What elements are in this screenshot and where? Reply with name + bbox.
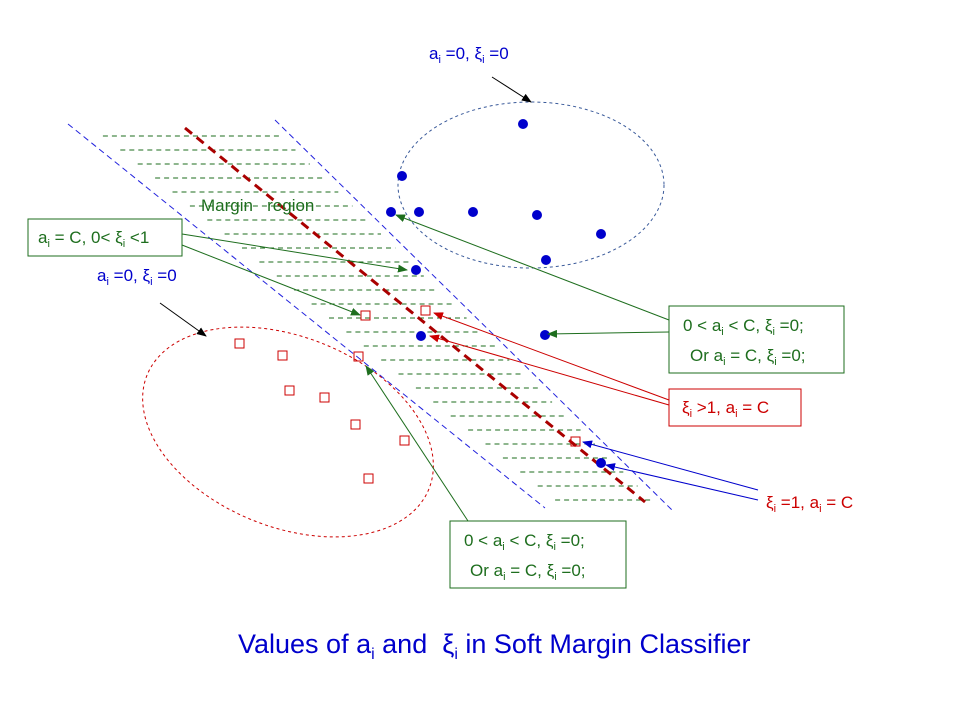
positive-point [411, 265, 421, 275]
positive-point [468, 207, 478, 217]
lower-margin-line [274, 119, 673, 511]
negative-point [319, 392, 330, 403]
decision-boundary-line [184, 126, 646, 504]
box-left-text: ai = C, 0< ξi <1 [38, 228, 149, 250]
box-bottom [449, 520, 627, 589]
box-right-line2: Or ai = C, ξi =0; [690, 346, 806, 368]
negative-points [234, 305, 581, 484]
negative-point [350, 419, 361, 430]
box-right-arrow-2 [547, 329, 670, 338]
positive-point [541, 255, 551, 265]
negative-point [353, 351, 364, 362]
positive-point [414, 207, 424, 217]
left-cluster-arrow [159, 302, 207, 337]
box-red-text: ξi >1, ai = C [682, 398, 769, 420]
box-bottom-arrow [365, 365, 469, 522]
negative-point [284, 385, 295, 396]
xi-one-arrow-1 [582, 440, 759, 491]
box-left-arrow-2 [181, 244, 361, 316]
box-bottom-line2: Or ai = C, ξi =0; [470, 561, 586, 583]
positive-point [596, 458, 606, 468]
box-red-arrow-2 [429, 334, 670, 406]
positive-point [532, 210, 542, 220]
xi-one-label: ξi =1, ai = C [766, 493, 853, 515]
box-red [668, 388, 802, 427]
box-right-arrow-1 [395, 214, 670, 321]
box-bottom-line1: 0 < ai < C, ξi =0; [464, 531, 585, 553]
box-left-arrow-1 [181, 233, 408, 273]
positive-cluster-ellipse [397, 101, 665, 269]
margin-region-hatching [102, 135, 652, 501]
negative-point [570, 436, 581, 447]
diagram-title: Values of ai and ξi in Soft Margin Class… [238, 629, 750, 663]
negative-point [234, 338, 245, 349]
margin-region-label: Margin region [201, 196, 314, 215]
positive-points [386, 119, 606, 468]
left-cluster-label: ai =0, ξi =0 [97, 266, 177, 288]
negative-point [360, 310, 371, 321]
top-cluster-arrow [491, 76, 532, 103]
box-right [668, 305, 845, 374]
negative-cluster-ellipse [142, 326, 434, 538]
box-red-arrow-1 [433, 312, 670, 401]
positive-point [386, 207, 396, 217]
positive-point [596, 229, 606, 239]
negative-point [277, 350, 288, 361]
positive-point [518, 119, 528, 129]
top-cluster-label: ai =0, ξi =0 [429, 44, 509, 66]
negative-point [420, 305, 431, 316]
upper-margin-line [67, 123, 546, 509]
xi-one-arrow-2 [605, 463, 759, 501]
positive-point [416, 331, 426, 341]
negative-point [399, 435, 410, 446]
positive-point [540, 330, 550, 340]
box-left [27, 218, 183, 257]
negative-point [363, 473, 374, 484]
positive-point [397, 171, 407, 181]
box-right-line1: 0 < ai < C, ξi =0; [683, 316, 804, 338]
